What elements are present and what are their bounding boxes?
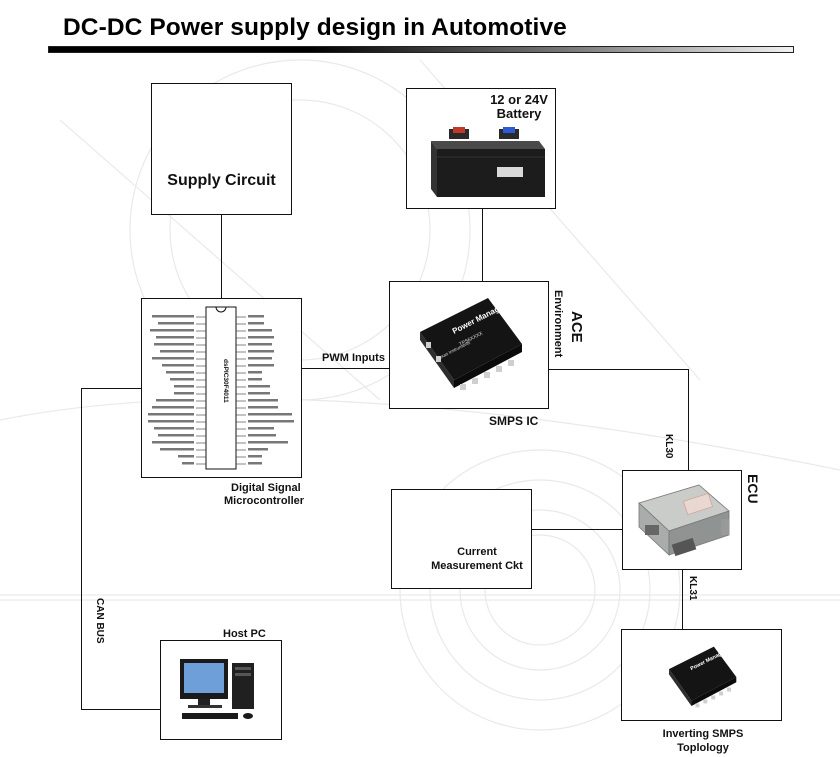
- inverting-power-chip-icon: Power Management: [669, 644, 737, 708]
- current-measurement-label-line2: Measurement Ckt: [431, 560, 523, 572]
- supply-circuit-label: Supply Circuit: [167, 172, 276, 189]
- wire-can-bottom: [81, 709, 161, 710]
- desktop-computer-icon: [180, 659, 254, 719]
- dsp-microcontroller-block: dsPIC30F4011: [141, 298, 302, 478]
- smps-ic-block: Power Management TPS6XXXX Texas Instrume…: [389, 281, 549, 409]
- host-pc-block: [160, 640, 282, 740]
- wire-can-v: [81, 388, 82, 710]
- ecu-label: ECU: [745, 474, 761, 504]
- power-management-chip-icon: Power Management TPS6XXXX Texas Instrume…: [420, 294, 522, 390]
- inverting-smps-label-line1: Inverting SMPS: [662, 728, 744, 740]
- ecu-module-icon: [638, 484, 730, 557]
- supply-circuit-block: Supply Circuit: [151, 83, 292, 215]
- wire-can-top: [81, 388, 142, 389]
- battery-block: 12 or 24V Battery: [406, 88, 556, 209]
- wire-current-to-ecu: [531, 529, 623, 530]
- current-measurement-block: Current Measurement Ckt: [391, 489, 532, 589]
- ecu-block: [622, 470, 742, 570]
- dspic-pinout-icon: dsPIC30F4011: [148, 306, 294, 470]
- page-title: DC-DC Power supply design in Automotive: [63, 14, 567, 41]
- smps-ic-label: SMPS IC: [489, 414, 539, 428]
- dsp-label-line1: Digital Signal: [231, 482, 301, 494]
- battery-label-line1: 12 or 24V: [490, 92, 548, 107]
- can-bus-label: CAN BUS: [94, 598, 105, 644]
- kl30-label: KL30: [663, 434, 674, 459]
- battery-label-line2: Battery: [496, 106, 542, 121]
- title-underline: [48, 46, 794, 53]
- wire-smps-to-ecu-h: [548, 369, 689, 370]
- wire-supply-to-dsp: [221, 215, 222, 299]
- wire-pwm: [302, 368, 390, 369]
- ace-label: ACE: [568, 311, 585, 343]
- inverting-smps-block: Power Management: [621, 629, 782, 721]
- wire-smps-to-ecu-v: [688, 369, 689, 471]
- pwm-inputs-label: PWM Inputs: [322, 352, 385, 364]
- kl31-label: KL31: [687, 576, 698, 601]
- environment-label: Environment: [552, 290, 564, 358]
- inverting-smps-label-line2: Toplology: [677, 742, 729, 754]
- wire-ecu-to-inverting: [682, 569, 683, 630]
- wire-battery-to-smps: [482, 209, 483, 282]
- dsp-label-line2: Microcontroller: [224, 495, 305, 507]
- host-pc-label: Host PC: [223, 628, 266, 640]
- battery-icon: [431, 127, 545, 197]
- current-measurement-label-line1: Current: [457, 546, 497, 558]
- dspic-part-text: dsPIC30F4011: [222, 359, 229, 403]
